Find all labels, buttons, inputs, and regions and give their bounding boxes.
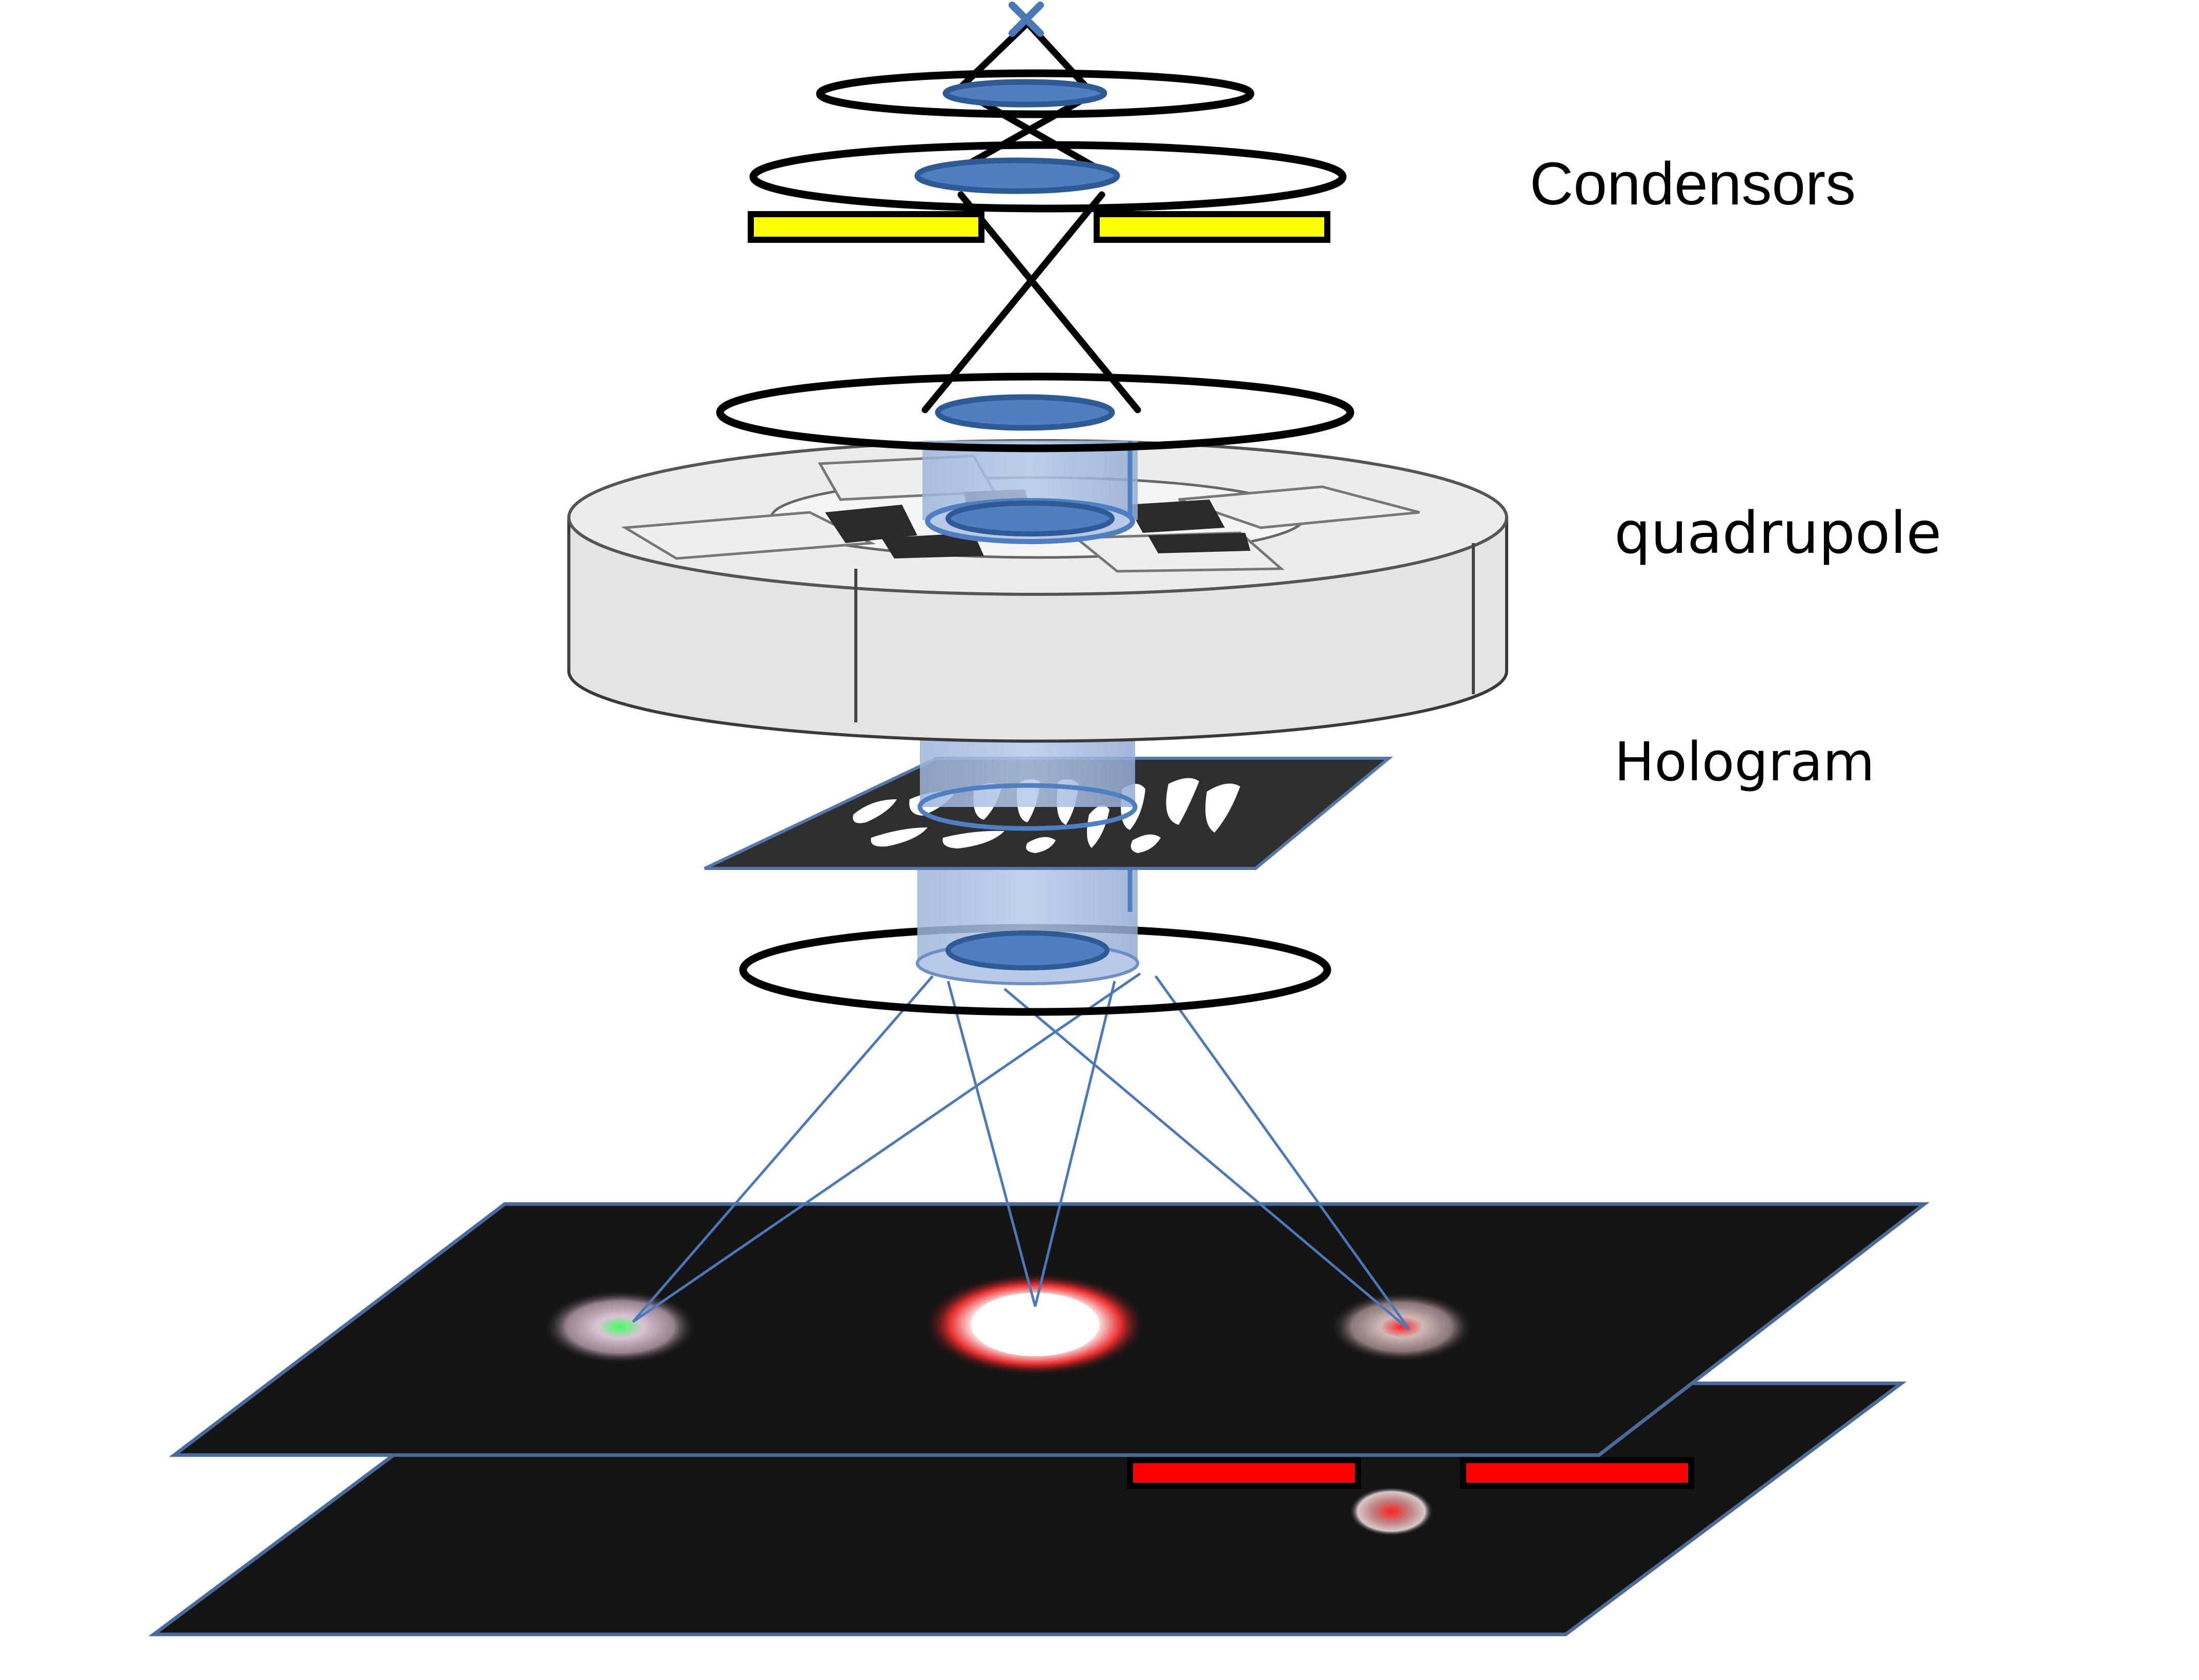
quadrupole-label: quadrupole	[1614, 500, 1942, 567]
filtered-spot	[1349, 1487, 1433, 1536]
cross-marker-icon	[1009, 2, 1044, 37]
left-red-slit	[1127, 1457, 1361, 1489]
hologram-label: Hologram	[1614, 731, 1875, 793]
quadrupole	[567, 439, 1508, 743]
left-diffraction-spot	[543, 1290, 697, 1364]
right-diffraction-spot	[1330, 1292, 1473, 1362]
condenser-lens-3	[716, 372, 1354, 452]
condenser-lens-1	[816, 69, 1255, 118]
right-red-slit	[1460, 1457, 1694, 1489]
condenser-lens-2	[749, 141, 1347, 213]
condenser-aperture	[748, 211, 1330, 243]
condensors-label: Condensors	[1530, 150, 1856, 218]
diffracted-beams	[632, 972, 1411, 1331]
quadrupole-beam-tube	[922, 441, 1138, 544]
upper-screen	[169, 1202, 1930, 1457]
